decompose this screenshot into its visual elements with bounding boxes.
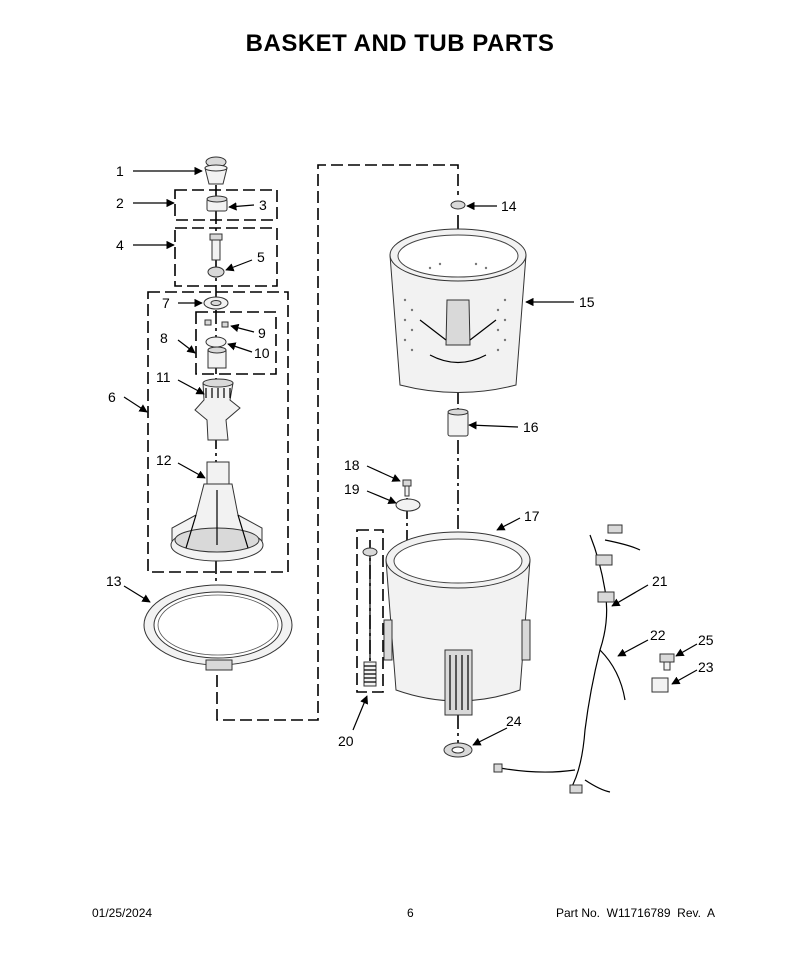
part-15-basket: [389, 228, 527, 393]
callout-21: 21: [652, 573, 668, 589]
footer-part-number: Part No. W11716789 Rev. A: [556, 906, 715, 920]
callout-10: 10: [254, 345, 270, 361]
part-18-screw: [402, 479, 412, 497]
callout-7: 7: [162, 295, 170, 311]
part-21-wire-harness: [493, 524, 641, 794]
part-11-auger: [194, 378, 241, 441]
page-title: BASKET AND TUB PARTS: [245, 30, 555, 57]
callout-20: 20: [338, 733, 354, 749]
callout-14: 14: [501, 198, 517, 214]
callout-1: 1: [116, 163, 124, 179]
callout-16: 16: [523, 419, 539, 435]
part-24-seal: [443, 742, 473, 758]
part-23-clip: [651, 677, 669, 693]
callout-6: 6: [108, 389, 116, 405]
callout-8: 8: [160, 330, 168, 346]
group-box-8: [195, 311, 277, 375]
callout-15: 15: [579, 294, 595, 310]
callout-19: 19: [344, 481, 360, 497]
callout-11: 11: [156, 369, 171, 385]
part-17-outer-tub: [383, 531, 531, 716]
part-12-agitator-base: [170, 461, 264, 562]
group-box-20: [356, 529, 384, 693]
group-box-2: [174, 189, 278, 221]
footer-page-number: 6: [407, 906, 414, 920]
callout-13: 13: [106, 573, 122, 589]
callout-12: 12: [156, 452, 172, 468]
part-25-screw: [659, 653, 675, 671]
callout-5: 5: [257, 249, 265, 265]
assembly-link-line: [216, 164, 459, 721]
callout-22: 22: [650, 627, 666, 643]
part-9-dogs: [204, 319, 229, 328]
footer-date: 01/25/2024: [92, 906, 153, 920]
callout-17: 17: [524, 508, 540, 524]
callout-18: 18: [344, 457, 360, 473]
part-4-bolt: [209, 233, 223, 261]
leader-lines: [123, 166, 698, 746]
part-19-bracket: [395, 498, 421, 512]
callout-4: 4: [116, 237, 124, 253]
part-1-agitator-cap: [204, 156, 228, 185]
callout-9: 9: [258, 325, 266, 341]
part-10-cam: [205, 336, 227, 348]
part-20-suspension-rod: [362, 547, 378, 687]
callout-24: 24: [506, 713, 522, 729]
part-8-clutch: [207, 346, 227, 369]
part-5-washer: [207, 266, 225, 278]
callout-2: 2: [116, 195, 124, 211]
callout-25: 25: [698, 632, 714, 648]
callout-23: 23: [698, 659, 714, 675]
part-3-insert: [206, 195, 228, 212]
part-7-ring: [203, 296, 229, 310]
part-16-hub: [447, 408, 469, 437]
callout-3: 3: [259, 197, 267, 213]
part-13-tub-ring: [143, 584, 293, 671]
group-box-4: [174, 227, 278, 287]
part-14-nut: [450, 200, 466, 210]
group-box-6: [147, 291, 289, 573]
